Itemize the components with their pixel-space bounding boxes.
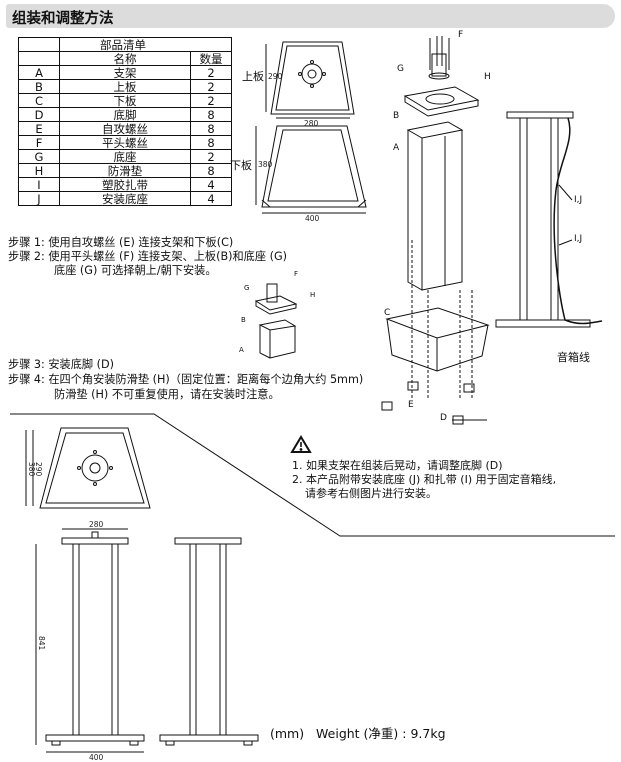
weight-label: Weight (净重) : 9.7kg (316, 726, 446, 741)
callout-a: A (393, 143, 400, 153)
callout-b: B (393, 111, 400, 121)
step-3: 步骤 3: 安装底脚 (D) (8, 358, 115, 371)
step2-callout-a: A (239, 346, 244, 354)
section-header: 组装和调整方法 (6, 4, 615, 28)
separator-lines (10, 413, 615, 537)
table-cell: 底脚 (59, 107, 191, 122)
front-height-dim: 841 (37, 636, 46, 651)
note-2: 2. 本产品附带安装底座 (J) 和扎带 (I) 用于固定音箱线, (292, 473, 557, 486)
parts-table-header: 名称数量 (18, 51, 232, 66)
note-2-cont: 请参考右侧图片进行安装。 (305, 487, 437, 500)
callout-c: C (384, 308, 391, 318)
cable-label: 音箱线 (557, 351, 590, 364)
callout-f: F (458, 30, 464, 40)
callout-e: E (408, 400, 414, 410)
table-cell: 4 (190, 191, 232, 206)
step-4-note: 防滑垫 (H) 不可重复使用，请在安装时注意。 (54, 388, 280, 401)
note-1: 1. 如果支架在组装后晃动，请调整底脚 (D) (292, 459, 503, 472)
weight-info: (mm) Weight (净重) : 9.7kg (270, 723, 446, 742)
cable-routing-drawing (495, 111, 603, 328)
step2-callout-g: G (244, 284, 250, 292)
parts-table-title: 部品清单 (59, 37, 232, 52)
front-bottom-dim: 400 (89, 753, 104, 762)
table-cell: 平头螺丝 (59, 135, 191, 150)
callout-g: G (397, 64, 404, 74)
bottom-height-dim: 380 (258, 160, 273, 169)
top-width-dim: 280 (304, 119, 319, 128)
top-plate-label: 上板 (242, 70, 264, 83)
step-2-note: 底座 (G) 可选择朝上/朝下安装。 (54, 264, 217, 277)
step2-callout-f: F (294, 270, 299, 278)
top-plate-drawing (265, 41, 355, 119)
bottom-width-dim: 400 (305, 214, 320, 223)
plan-view-drawing (25, 427, 151, 509)
front-top-dim: 280 (89, 520, 104, 529)
table-cell: 安装底座 (59, 191, 191, 206)
callout-ij-2: I,J (574, 234, 583, 244)
unit-label: (mm) (270, 726, 305, 741)
top-height-dim: 290 (268, 72, 283, 81)
section-title: 组装和调整方法 (12, 11, 114, 27)
front-elevation-drawing (35, 528, 145, 753)
side-elevation-drawing (159, 537, 259, 746)
step-2: 步骤 2: 使用平头螺丝 (F) 连接支架、上板(B)和底座 (G) (8, 250, 288, 263)
step2-callout-h: H (310, 291, 316, 299)
bottom-plate-label: 下板 (230, 159, 252, 172)
plan-dim-380: 380 (27, 462, 36, 477)
bottom-plate-drawing (255, 125, 367, 214)
step-4: 步骤 4: 在四个角安装防滑垫 (H)（固定位置：距离每个边角大约 5mm) (8, 373, 364, 386)
exploded-view (381, 36, 490, 425)
table-cell: 防滑垫 (59, 163, 191, 178)
callout-h: H (484, 72, 491, 82)
callout-ij-1: I,J (574, 195, 583, 205)
plan-dim-290: 290 (34, 462, 43, 477)
step2-callout-b: B (241, 316, 246, 324)
callout-d: D (440, 413, 447, 423)
step2-drawing (254, 283, 298, 359)
header-cell: 数量 (190, 51, 232, 66)
warning-icon (290, 435, 312, 453)
step-1: 步骤 1: 使用自攻螺丝 (E) 连接支架和下板(C) (8, 236, 234, 249)
